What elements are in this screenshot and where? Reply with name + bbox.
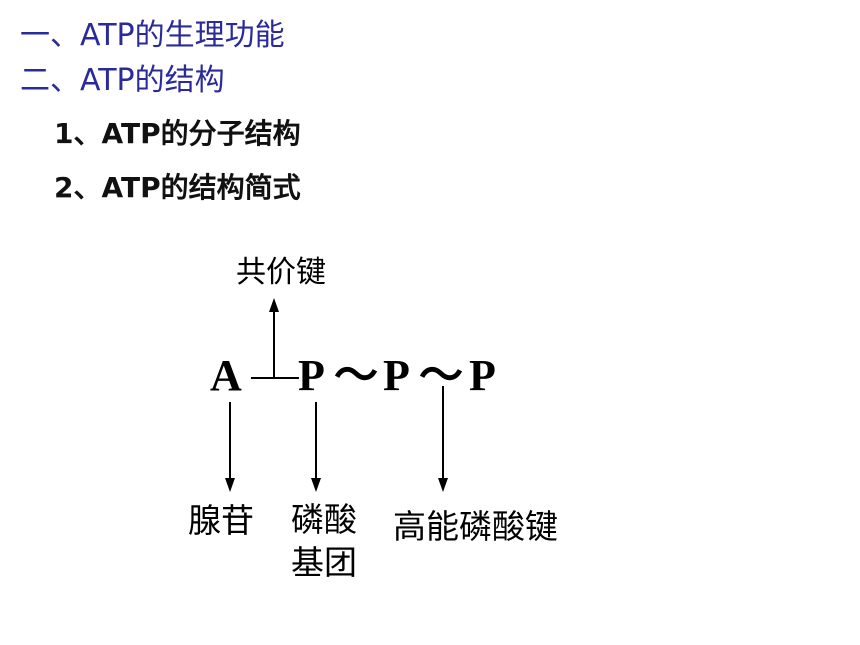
phosphate-group-label-line2: 基团 <box>291 543 357 582</box>
outline-item-1: 一、ATP的生理功能 <box>20 18 285 53</box>
formula-a: A <box>210 351 242 400</box>
phosphate-group-arrowhead <box>311 478 321 492</box>
high-energy-bond-label: 高能磷酸键 <box>393 507 558 546</box>
adenosine-label: 腺苷 <box>188 501 254 540</box>
adenosine-arrowhead <box>225 478 235 492</box>
outline-subitem-1: 1、ATP的分子结构 <box>54 117 301 150</box>
outline-item-2: 二、ATP的结构 <box>20 63 225 98</box>
covalent-bond-arrowhead <box>269 298 279 312</box>
covalent-bond-label: 共价键 <box>236 255 326 290</box>
formula-tilde1: ～ <box>334 351 378 400</box>
formula-p2: P <box>383 351 410 400</box>
formula-p3: P <box>469 351 496 400</box>
formula-tilde2: ～ <box>419 351 463 400</box>
formula-p1: P <box>298 351 325 400</box>
high-energy-bond-arrowhead <box>438 478 448 492</box>
outline-subitem-2: 2、ATP的结构简式 <box>54 171 301 204</box>
phosphate-group-label-line1: 磷酸 <box>291 500 357 539</box>
